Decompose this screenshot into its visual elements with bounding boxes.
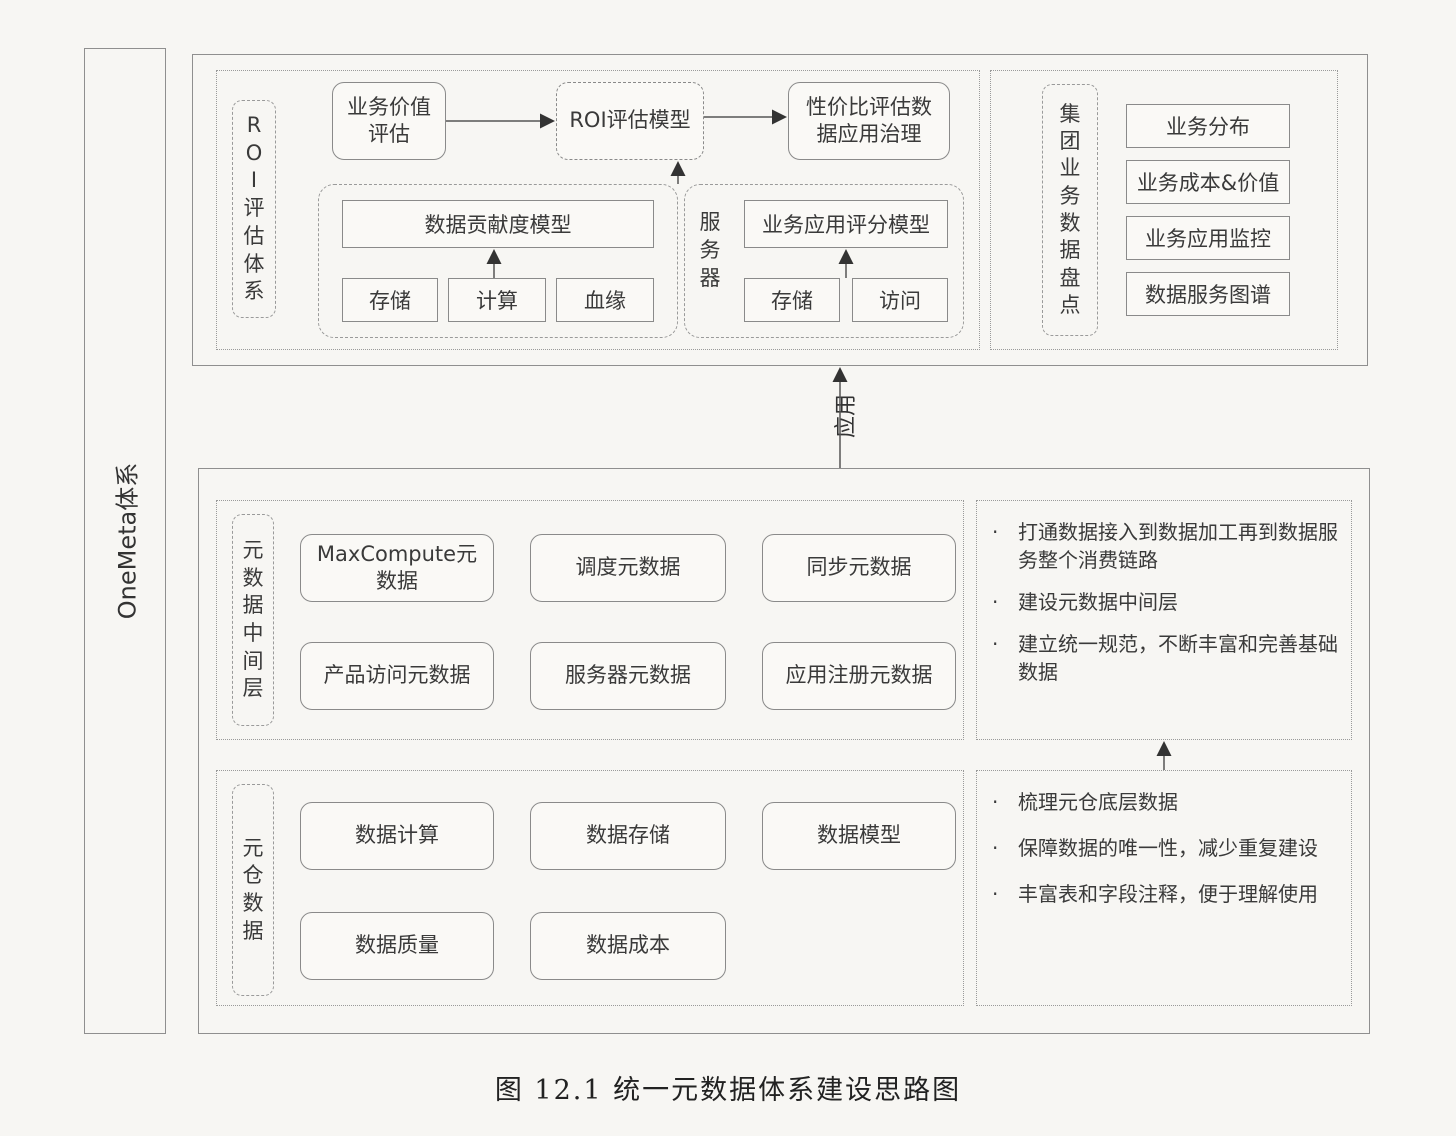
figure-caption: 图 12.1 统一元数据体系建设思路图 (494, 1075, 962, 1106)
data-model-box: 数据模型 (762, 802, 956, 870)
roi-inner-frame (216, 70, 980, 350)
warehouse-frame (216, 770, 964, 1006)
inventory-frame (990, 70, 1338, 350)
inventory-cost-value: 业务成本&价值 (1126, 160, 1290, 204)
inventory-side-label: 集团业务数据盘点 (1042, 84, 1098, 336)
sync-metadata-box: 同步元数据 (762, 534, 956, 602)
server-label: 服务器 (699, 210, 721, 290)
contribution-lineage-box: 血缘 (556, 278, 654, 322)
server-group (684, 184, 964, 338)
contribution-model-box: 数据贡献度模型 (342, 200, 654, 248)
server-metadata-box: 服务器元数据 (530, 642, 726, 710)
data-compute-box: 数据计算 (300, 802, 494, 870)
roi-outer-frame (192, 54, 1368, 366)
inventory-service-map: 数据服务图谱 (1126, 272, 1290, 316)
middle-note-1: ·打通数据接入到数据加工再到数据服务整个消费链路 (992, 520, 1338, 572)
data-cost-box: 数据成本 (530, 912, 726, 980)
app-score-storage-box: 存储 (744, 278, 840, 322)
data-storage-box: 数据存储 (530, 802, 726, 870)
maxcompute-metadata-box: MaxCompute元数据 (300, 534, 494, 602)
middle-layer-notes: ·打通数据接入到数据加工再到数据服务整个消费链路 ·建设元数据中间层 ·建立统一… (988, 518, 1344, 686)
middle-note-3: ·建立统一规范，不断丰富和完善基础数据 (992, 632, 1338, 684)
warehouse-notes-frame (976, 770, 1352, 1006)
contribution-storage-box: 存储 (342, 278, 438, 322)
inventory-app-monitor: 业务应用监控 (1126, 216, 1290, 260)
warehouse-side-label: 元仓数据 (232, 784, 274, 996)
roi-model-box: ROI评估模型 (556, 82, 704, 160)
schedule-metadata-box: 调度元数据 (530, 534, 726, 602)
app-register-metadata-box: 应用注册元数据 (762, 642, 956, 710)
contribution-compute-box: 计算 (448, 278, 546, 322)
middle-layer-frame (216, 500, 964, 740)
inventory-business-distribution: 业务分布 (1126, 104, 1290, 148)
meta-outer-frame (198, 468, 1370, 1034)
app-score-access-box: 访问 (852, 278, 948, 322)
product-access-metadata-box: 产品访问元数据 (300, 642, 494, 710)
middle-layer-side-label: 元数据中间层 (232, 514, 274, 726)
warehouse-notes: ·梳理元仓底层数据 ·保障数据的唯一性，减少重复建设 ·丰富表和字段注释，便于理… (988, 788, 1344, 908)
contribution-group (318, 184, 678, 338)
warehouse-note-2: ·保障数据的唯一性，减少重复建设 (992, 836, 1318, 860)
business-value-box: 业务价值评估 (332, 82, 446, 160)
onemeta-column: OneMeta体系 (84, 48, 166, 1034)
warehouse-note-1: ·梳理元仓底层数据 (992, 790, 1178, 814)
warehouse-note-3: ·丰富表和字段注释，便于理解使用 (992, 882, 1318, 906)
data-quality-box: 数据质量 (300, 912, 494, 980)
app-score-model-box: 业务应用评分模型 (744, 200, 948, 248)
middle-note-2: ·建设元数据中间层 (992, 590, 1178, 614)
cost-performance-box: 性价比评估数据应用治理 (788, 82, 950, 160)
middle-layer-notes-frame (976, 500, 1352, 740)
